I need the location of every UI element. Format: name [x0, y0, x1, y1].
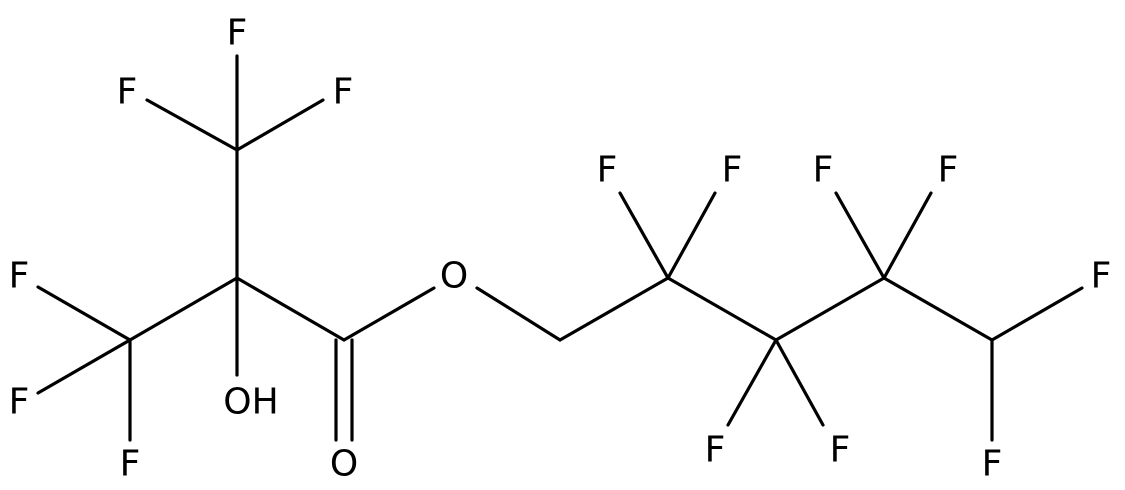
bond-carbonyl-ester-o [342, 286, 436, 342]
bond-c4-f-a [834, 191, 886, 280]
bond-quat-carbonyl [235, 276, 346, 342]
atom-label-f-c3-b: F [830, 430, 851, 471]
bond-quat-cf3left [128, 276, 239, 342]
atom-label-ester-o: O [440, 256, 468, 297]
atom-label-f-c5-b: F [982, 444, 1003, 485]
bond-cf3top-f-left [145, 98, 239, 152]
bond-cf3top-f-right [235, 98, 325, 152]
atom-label-f-left-lower: F [9, 382, 30, 423]
bond-c5-f-a [990, 286, 1084, 342]
bond-c3-c4 [774, 276, 886, 342]
atom-label-hydroxyl: OH [223, 382, 278, 423]
atom-label-f-bottom-left: F [120, 444, 141, 485]
bond-c3-f-b [774, 338, 825, 427]
bond-ch2-c2 [558, 276, 670, 342]
bond-cf3left-f-upper [36, 285, 132, 342]
atom-label-f-c2-b: F [722, 150, 743, 191]
atom-label-f-c4-b: F [938, 150, 959, 191]
atom-label-f-upper-left: F [117, 72, 138, 113]
bond-c2-f-b [666, 191, 717, 280]
atom-label-carbonyl-o: O [330, 444, 358, 485]
atom-label-f-top: F [227, 13, 248, 54]
atom-label-f-c2-a: F [597, 150, 618, 191]
atom-label-f-c3-a: F [705, 430, 726, 471]
atom-label-f-c4-a: F [813, 150, 834, 191]
bond-c3-f-a [726, 338, 778, 427]
atom-label-f-upper-right: F [333, 72, 354, 113]
bond-c4-c5 [882, 276, 994, 342]
atom-label-f-c5-a: F [1091, 256, 1112, 297]
bond-ester-o-ch2 [475, 286, 562, 342]
bond-c2-c3 [666, 276, 778, 342]
atom-label-f-left-upper: F [9, 256, 30, 297]
bond-cf3left-f-lower [36, 338, 132, 395]
bond-c4-f-b [882, 191, 933, 280]
bonds [36, 54, 1084, 442]
atom-labels: F F F F F F OH O O F F F F F F F F [9, 13, 1112, 485]
bond-c2-f-a [618, 191, 670, 280]
